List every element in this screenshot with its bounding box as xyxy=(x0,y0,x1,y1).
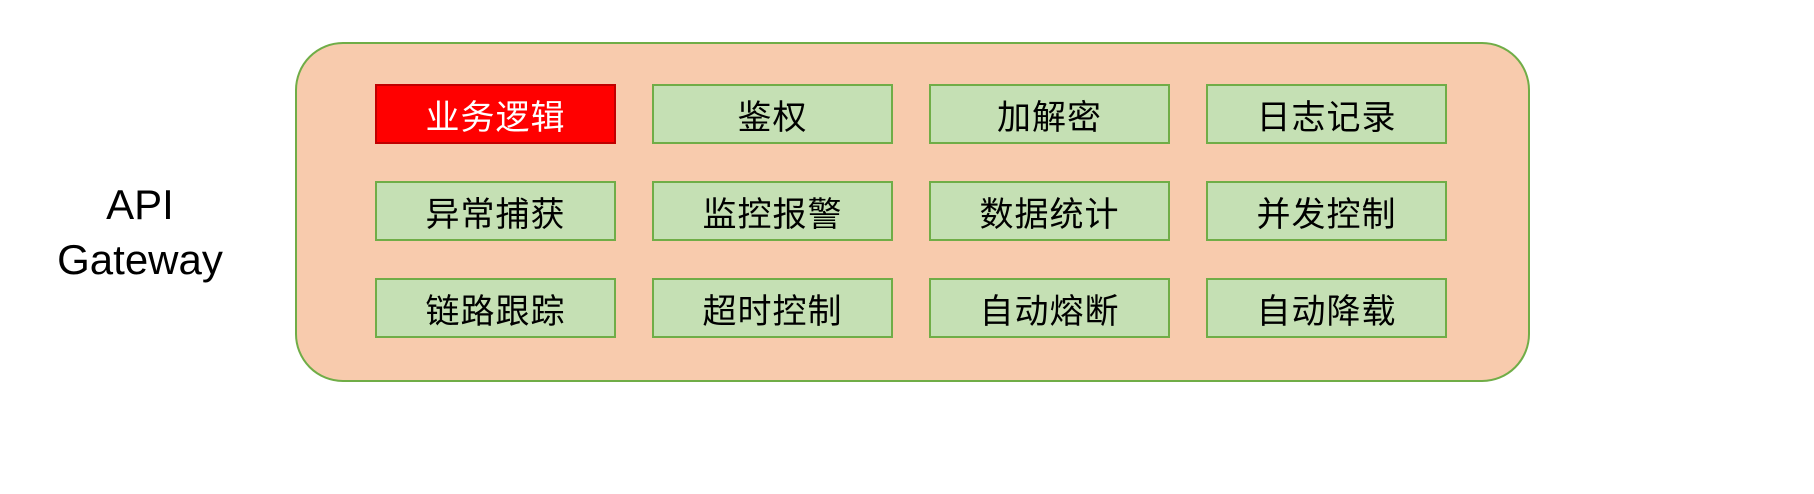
cell-concurrency-control: 并发控制 xyxy=(1206,181,1447,241)
cell-logging: 日志记录 xyxy=(1206,84,1447,144)
cell-data-statistics: 数据统计 xyxy=(929,181,1170,241)
cell-encryption-decryption: 加解密 xyxy=(929,84,1170,144)
api-gateway-label: API Gateway xyxy=(30,178,250,287)
cell-timeout-control: 超时控制 xyxy=(652,278,893,338)
cell-auto-circuit-breaker: 自动熔断 xyxy=(929,278,1170,338)
cell-link-tracing: 链路跟踪 xyxy=(375,278,616,338)
api-gateway-label-line2: Gateway xyxy=(57,235,223,283)
feature-grid: 业务逻辑 鉴权 加解密 日志记录 异常捕获 监控报警 数据统计 并发控制 链路跟… xyxy=(375,84,1447,338)
cell-auto-load-shedding: 自动降载 xyxy=(1206,278,1447,338)
api-gateway-container: 业务逻辑 鉴权 加解密 日志记录 异常捕获 监控报警 数据统计 并发控制 链路跟… xyxy=(295,42,1530,382)
cell-monitor-alert: 监控报警 xyxy=(652,181,893,241)
cell-business-logic: 业务逻辑 xyxy=(375,84,616,144)
cell-authentication: 鉴权 xyxy=(652,84,893,144)
cell-exception-capture: 异常捕获 xyxy=(375,181,616,241)
api-gateway-label-line1: API xyxy=(106,181,174,228)
